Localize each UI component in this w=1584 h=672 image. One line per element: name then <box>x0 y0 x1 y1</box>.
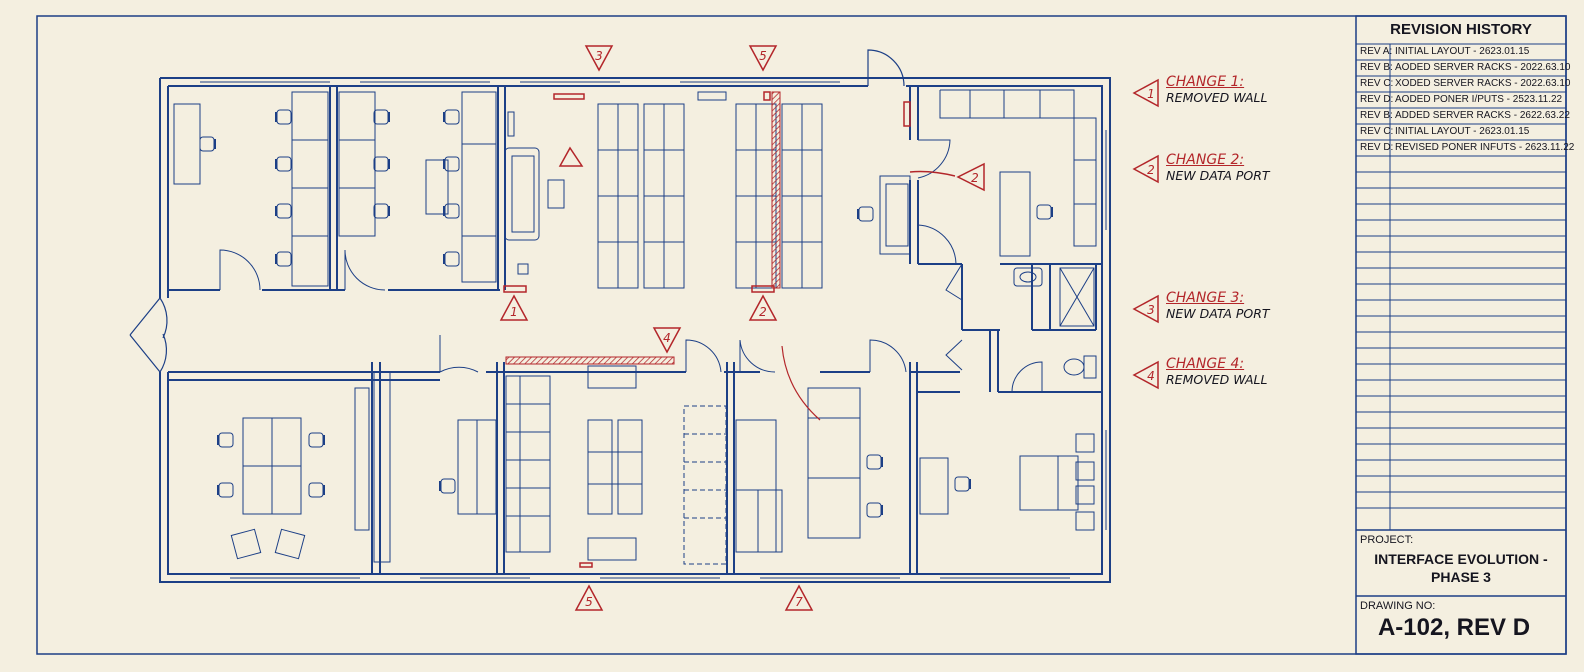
office5-furniture <box>919 433 1095 531</box>
revision-row: REV C: XODED SERVER RACKS - 2022.63.10 <box>1356 76 1570 92</box>
project-name-line2: PHASE 3 <box>1431 569 1491 585</box>
leader-line <box>909 170 956 177</box>
project-name: INTERFACE EVOLUTION - PHASE 3 <box>1356 550 1566 586</box>
project-name-line1: INTERFACE EVOLUTION - <box>1374 551 1548 567</box>
rev-tag-num: 5 <box>585 595 593 609</box>
title-block: REVISION HISTORY REV A: INITIAL LAYOUT -… <box>1356 16 1574 654</box>
rev-tag-num: 5 <box>759 49 767 63</box>
rev-tag-mid-left <box>499 294 529 321</box>
windows <box>200 81 1107 579</box>
rev-tag-mid-right <box>748 294 778 321</box>
data-port-marker <box>763 91 771 101</box>
office4-furniture <box>735 387 883 553</box>
note-tag-2 <box>1132 154 1159 184</box>
change-note-3: CHANGE 3: NEW DATA PORT <box>1166 290 1270 321</box>
revision-id: REV C: <box>1360 78 1394 89</box>
note-tag-1 <box>1132 78 1159 108</box>
change-note-2: CHANGE 2: NEW DATA PORT <box>1166 152 1270 183</box>
data-port-marker <box>751 285 775 293</box>
removed-wall-hatch-corridor <box>505 356 675 365</box>
drawing-label: DRAWING NO: <box>1360 600 1436 612</box>
change-note-title: CHANGE 4: <box>1166 356 1245 372</box>
revision-row: REV A: INITIAL LAYOUT - 2623.01.15 <box>1356 44 1566 60</box>
rev-tag-num: 1 <box>510 305 518 319</box>
revision-row: REV D: AODED PONER I/PUTS - 2523.11.22 <box>1356 92 1566 108</box>
revision-desc: INITIAL LAYOUT - 2623.01.15 <box>1395 46 1530 57</box>
office2-furniture <box>373 371 497 563</box>
drawing-number: A-102, REV D <box>1377 614 1531 641</box>
change-note-title: CHANGE 3: <box>1166 290 1245 306</box>
interior-walls <box>168 86 1102 574</box>
data-port-marker <box>553 93 585 100</box>
rev-tag-num: 4 <box>663 331 671 345</box>
rev-tag-bottom-left <box>574 584 604 611</box>
rev-tag-num: 2 <box>759 305 767 319</box>
rev-tag-bottom-right <box>784 584 814 611</box>
revision-id: REV D: <box>1360 142 1394 153</box>
rev-tag-top-right <box>748 45 778 72</box>
markup-triangle <box>558 146 584 167</box>
note-tag-num: 4 <box>1147 369 1155 383</box>
revision-desc: ADDED SERVER RACKS - 2622.63.22 <box>1395 110 1570 121</box>
markups <box>503 91 956 568</box>
conference-furniture <box>217 387 370 560</box>
top-door <box>867 49 905 87</box>
rev-tag-top-left <box>584 45 614 72</box>
revision-desc: XODED SERVER RACKS - 2022.63.10 <box>1395 78 1571 89</box>
revision-row: REV C: INITIAL LAYOUT - 2623.01.15 <box>1356 124 1566 140</box>
door-swings <box>219 139 1043 393</box>
revision-tags <box>499 45 1159 611</box>
revision-history-heading: REVISION HISTORY <box>1390 21 1532 38</box>
workstation-furniture <box>505 365 727 565</box>
exterior-wall <box>159 77 1111 583</box>
note-tag-num: 1 <box>1147 87 1155 101</box>
note-tag-num: 2 <box>1147 163 1155 177</box>
data-port-marker <box>903 101 911 127</box>
change-note-title: CHANGE 1: <box>1166 74 1245 90</box>
server-room-furniture <box>504 91 911 289</box>
rev-tag-door <box>956 162 985 192</box>
revision-id: REV A: <box>1360 46 1393 57</box>
change-note-1: CHANGE 1: REMOVED WALL <box>1166 74 1267 105</box>
note-tag-3 <box>1132 294 1159 324</box>
change-note-text: REMOVED WALL <box>1166 90 1268 105</box>
revision-desc: INITIAL LAYOUT - 2623.01.15 <box>1395 126 1530 137</box>
revision-desc: AODED PONER I/PUTS - 2523.11.22 <box>1395 94 1563 105</box>
title-block-grid <box>1356 43 1566 597</box>
note-tag-4 <box>1132 360 1159 390</box>
office-furniture <box>939 89 1097 257</box>
floor-plan <box>129 49 1111 583</box>
change-note-4: CHANGE 4: REMOVED WALL <box>1166 356 1267 387</box>
restroom-fixtures <box>1013 267 1097 379</box>
rev-tag-num: 3 <box>595 49 603 63</box>
data-port-marker <box>579 562 593 568</box>
revision-desc: REVISED PONER INFUTS - 2623.11.22 <box>1395 142 1575 153</box>
revision-row: REV D: REVISED PONER INFUTS - 2623.11.22 <box>1356 140 1574 156</box>
note-tag-num: 3 <box>1147 303 1155 317</box>
change-note-text: REMOVED WALL <box>1166 372 1268 387</box>
rev-tag-num: 2 <box>971 171 979 185</box>
revision-row: REV B: ADDED SERVER RACKS - 2622.63.22 <box>1356 108 1570 124</box>
revision-id: REV B: <box>1360 62 1393 73</box>
change-note-text: NEW DATA PORT <box>1166 168 1270 183</box>
data-port-marker <box>503 285 527 293</box>
change-note-text: NEW DATA PORT <box>1166 306 1270 321</box>
project-label: PROJECT: <box>1360 534 1414 546</box>
leader-line <box>781 345 821 421</box>
revision-desc: AODED SERVER RACKS - 2022.63.10 <box>1395 62 1571 73</box>
revision-id: REV B: <box>1360 110 1393 121</box>
revision-id: REV D: <box>1360 94 1394 105</box>
revision-id: REV C: <box>1360 126 1394 137</box>
rev-tag-num: 7 <box>795 595 803 609</box>
rev-tag-corridor <box>652 327 682 354</box>
revision-row: REV B: AODED SERVER RACKS - 2022.63.10 <box>1356 60 1570 76</box>
revision-tag-numbers: 3 5 1 2 4 2 5 7 1 2 3 4 <box>510 49 1155 609</box>
entry-doors <box>129 297 168 373</box>
title-block-frame <box>1355 15 1567 655</box>
room-a-furniture <box>173 91 497 287</box>
change-note-title: CHANGE 2: <box>1166 152 1245 168</box>
removed-wall-hatch <box>771 91 781 289</box>
